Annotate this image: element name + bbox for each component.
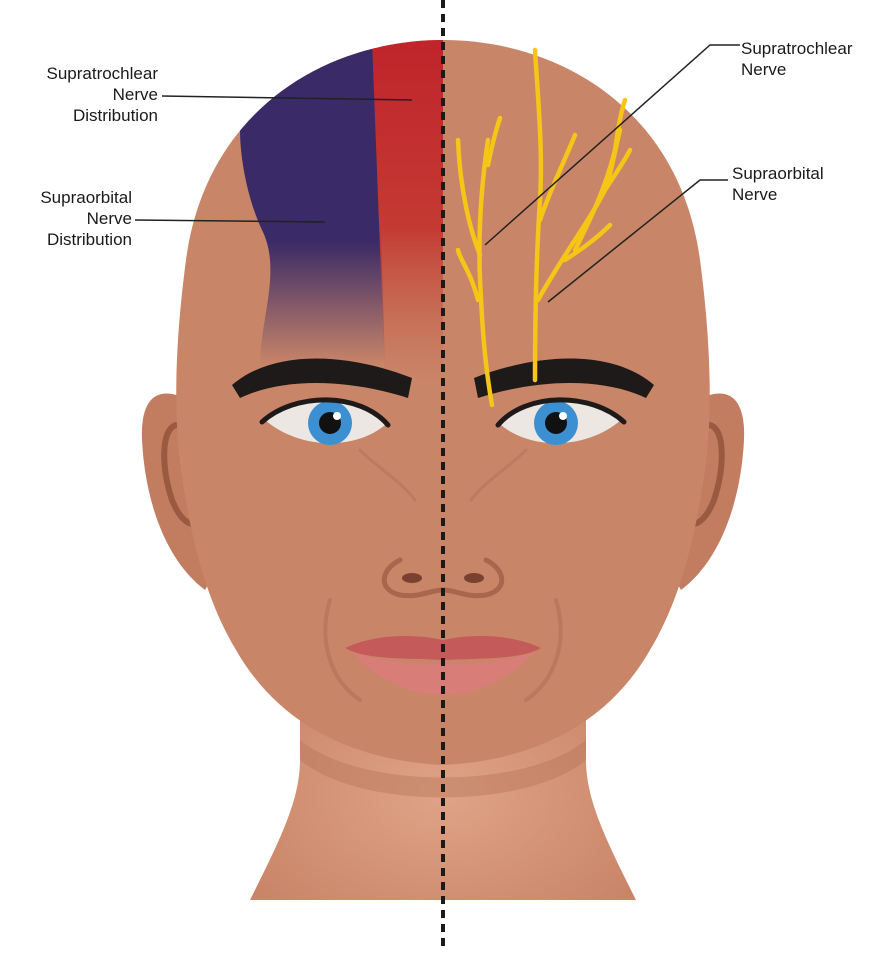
- label-line: Nerve: [6, 208, 132, 229]
- label-left-supraorbital: Supraorbital Nerve Distribution: [6, 187, 132, 250]
- label-line: Supratrochlear: [6, 63, 158, 84]
- label-line: Supraorbital: [732, 163, 824, 184]
- label-line: Supratrochlear: [741, 38, 853, 59]
- label-line: Nerve: [732, 184, 824, 205]
- label-right-supraorbital: Supraorbital Nerve: [732, 163, 824, 205]
- label-line: Supraorbital: [6, 187, 132, 208]
- label-line: Distribution: [6, 105, 158, 126]
- label-line: Nerve: [6, 84, 158, 105]
- label-left-supratrochlear: Supratrochlear Nerve Distribution: [6, 63, 158, 126]
- label-right-supratrochlear: Supratrochlear Nerve: [741, 38, 853, 80]
- label-line: Nerve: [741, 59, 853, 80]
- label-line: Distribution: [6, 229, 132, 250]
